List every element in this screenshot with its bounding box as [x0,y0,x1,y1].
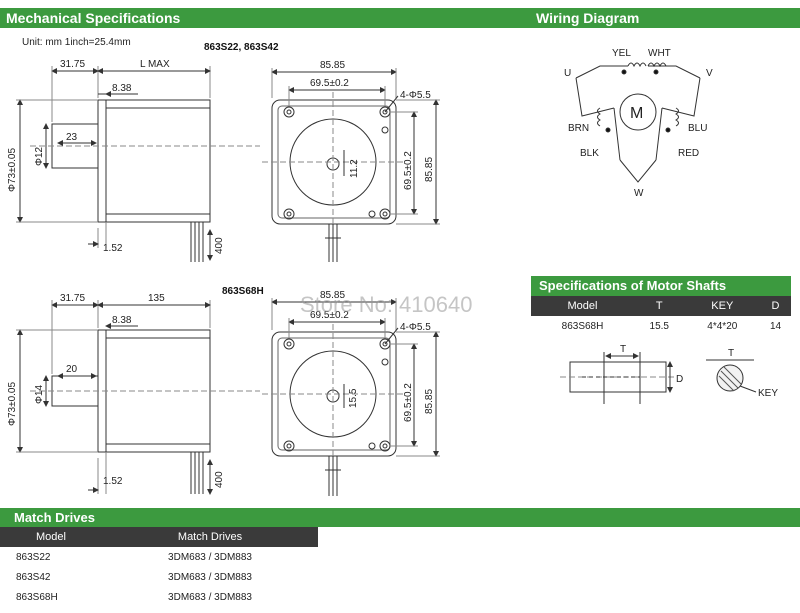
match-cell-drives: 3DM683 / 3DM883 [168,571,252,583]
wire-u-label: U [564,68,571,79]
bottom-side-view [16,300,260,495]
top-dim-8-38: 8.38 [112,83,132,94]
match-drives-title: Match Drives [0,508,800,527]
mechanical-specifications-title: Mechanical Specifications [6,10,181,26]
table-row: 863S68H 3DM683 / 3DM883 [0,587,318,607]
match-drives-panel: Match Drives Model Match Drives 863S22 3… [0,508,800,607]
bottom-dim-holes: 4-Φ5.5 [400,322,431,333]
match-cell-drives: 3DM683 / 3DM883 [168,591,252,603]
shaft-t-label: T [620,344,626,355]
bottom-front-view [262,298,440,496]
table-row: 863S68H 15.5 4*4*20 14 [531,316,791,336]
top-dim-dia12: Φ12 [34,146,45,166]
bottom-dim-8-38: 8.38 [112,315,132,326]
bottom-dim-400: 400 [214,471,225,488]
top-front-view [262,68,440,262]
top-model-title: 863S22, 863S42 [204,42,279,53]
wire-yel-label: YEL [612,48,631,59]
top-dim-85-85-height: 85.85 [424,157,435,182]
wire-blu-label: BLU [688,123,707,134]
top-side-view: Unit: mm 1inch=25.4mm [16,37,260,262]
match-cell-model: 863S68H [16,591,58,603]
top-dim-400: 400 [214,237,225,254]
bottom-dim-85-85-height: 85.85 [424,389,435,414]
bottom-model-title: 863S68H [222,286,264,297]
bottom-dim-20: 20 [66,364,78,375]
shaft-d-label: D [676,374,683,385]
shaft-specs-panel: Specifications of Motor Shafts Model T K… [531,276,791,336]
wire-blk-label: BLK [580,148,599,159]
bottom-dim-1-52: 1.52 [103,476,123,487]
shaft-col-key: KEY [684,296,761,316]
wire-v-label: V [706,68,713,79]
top-dim-dia73: Φ73±0.05 [7,148,18,192]
bottom-dim-31-75: 31.75 [60,293,85,304]
unit-note: Unit: mm 1inch=25.4mm [22,37,131,48]
top-dim-69-5-height: 69.5±0.2 [403,151,414,190]
bottom-dim-85-85-width: 85.85 [320,290,345,301]
top-dim-1-52: 1.52 [103,243,123,254]
shaft-cell-key: 4*4*20 [707,320,738,332]
shaft-col-t: T [633,296,685,316]
shaft-key-label: KEY [758,388,778,399]
bottom-dim-135: 135 [148,293,165,304]
shaft-col-d: D [760,296,791,316]
shaft-cell-model: 863S68H [561,320,604,332]
shaft-cell-t: 15.5 [649,320,669,332]
shaft-cell-d: 14 [769,320,782,332]
bottom-dim-dia14: Φ14 [34,384,45,404]
shaft-key-t-label: T [728,348,734,359]
wire-red-label: RED [678,148,699,159]
match-cell-model: 863S42 [16,571,51,583]
motor-label: M [630,105,643,122]
top-dim-l-max: L MAX [140,59,170,70]
shaft-specs-table: Model T KEY D 863S68H 15.5 4*4*20 14 [531,296,791,336]
bottom-dim-dia73: Φ73±0.05 [7,382,18,426]
bottom-dim-15-5: 15.5 [348,388,359,408]
match-col-model: Model [0,527,102,547]
top-dim-holes: 4-Φ5.5 [400,90,431,101]
watermark: Store No: 410640 [300,292,473,317]
wiring-diagram [575,62,701,183]
table-row: 863S42 3DM683 / 3DM883 [0,567,318,587]
top-dim-11-2: 11.2 [349,159,360,178]
bottom-dim-69-5-height: 69.5±0.2 [403,383,414,422]
wire-w-label: W [634,188,644,199]
match-col-drives: Match Drives [102,527,318,547]
match-drives-table: Model Match Drives 863S22 3DM683 / 3DM88… [0,527,318,607]
bottom-dim-69-5-width: 69.5±0.2 [310,310,349,321]
header-bar: Mechanical Specifications [0,8,800,28]
wiring-diagram-title: Wiring Diagram [536,10,640,26]
top-dim-23: 23 [66,132,78,143]
top-dim-85-85-width: 85.85 [320,60,345,71]
table-row: 863S22 3DM683 / 3DM883 [0,547,318,567]
top-dim-69-5-width: 69.5±0.2 [310,78,349,89]
wire-wht-label: WHT [648,48,671,59]
match-cell-drives: 3DM683 / 3DM883 [168,551,252,563]
match-cell-model: 863S22 [16,551,51,563]
wire-brn-label: BRN [568,123,589,134]
shaft-col-model: Model [531,296,634,316]
shaft-diagram [560,352,757,404]
top-dim-31-75: 31.75 [60,59,85,70]
shaft-specs-title: Specifications of Motor Shafts [531,276,791,296]
